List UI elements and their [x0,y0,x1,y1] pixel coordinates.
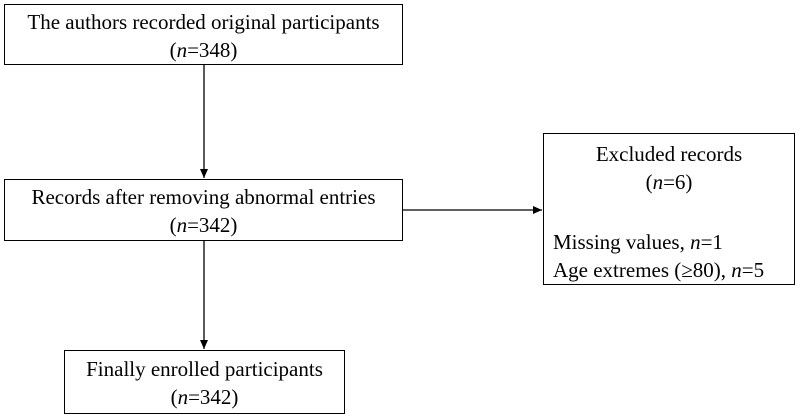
excluded-records-count: (n=6) [645,170,693,194]
original-participants-count: (n=348) [169,38,238,62]
records-after-cleaning-count: (n=342) [169,213,238,237]
records-after-cleaning-box: Records after removing abnormal entries … [4,179,403,241]
excluded-reason-age-extremes: Age extremes (≥80), n=5 [553,258,765,282]
final-enrolled-count: (n=342) [170,385,239,409]
final-enrolled-box: Finally enrolled participants (n=342) [64,350,345,414]
original-participants-box: The authors recorded original participan… [4,4,403,65]
final-enrolled-title: Finally enrolled participants [86,357,323,381]
excluded-reason-missing-values: Missing values, n=1 [553,230,723,254]
original-participants-title: The authors recorded original participan… [27,10,380,34]
records-after-cleaning-title: Records after removing abnormal entries [31,185,376,209]
excluded-records-box: Excluded records (n=6) Missing values, n… [543,133,795,285]
excluded-records-title: Excluded records [595,142,743,166]
